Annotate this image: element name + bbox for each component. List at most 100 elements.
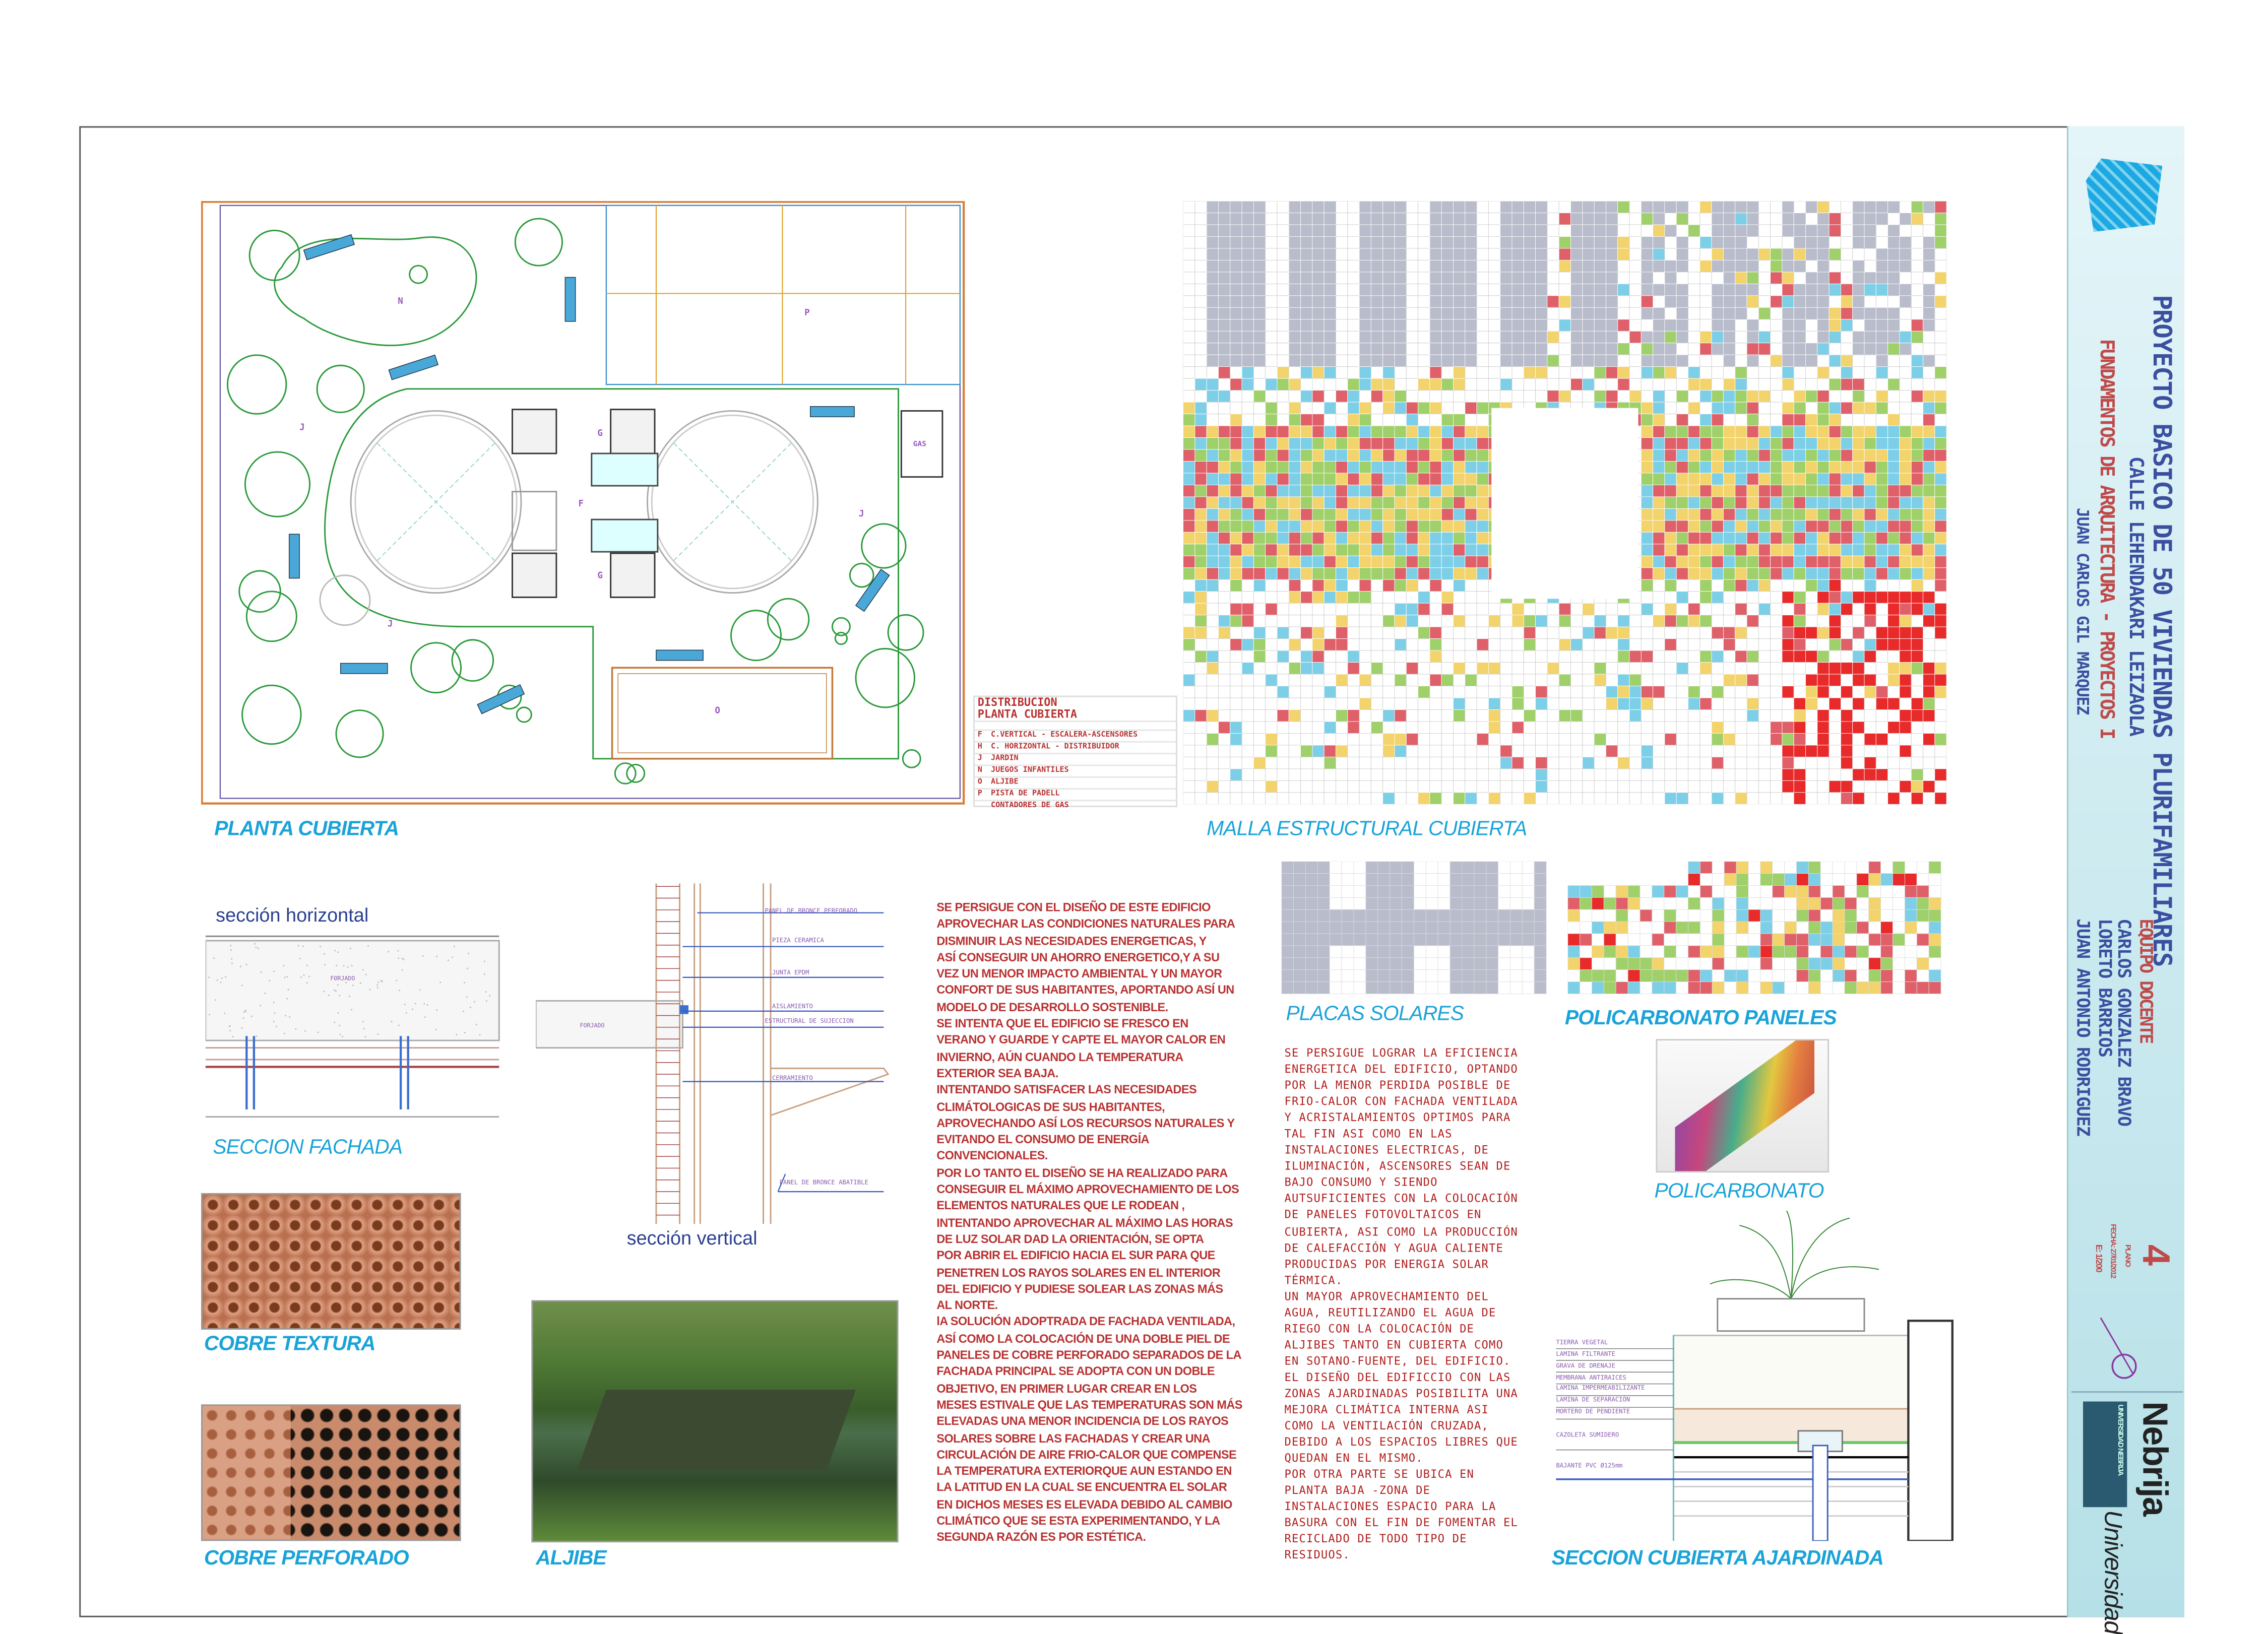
grid-cell bbox=[1852, 780, 1865, 793]
grid-cell bbox=[1547, 248, 1559, 260]
grid-cell bbox=[1688, 331, 1700, 344]
grid-cell bbox=[1582, 697, 1595, 710]
grid-cell bbox=[1312, 224, 1325, 237]
grid-cell bbox=[1312, 650, 1325, 663]
grid-cell bbox=[1699, 201, 1712, 213]
grid-cell bbox=[1441, 354, 1454, 367]
grid-cell bbox=[1370, 733, 1383, 746]
panel-cell bbox=[1676, 921, 1688, 934]
panel-cell bbox=[1712, 909, 1725, 922]
grid-cell bbox=[1629, 331, 1642, 344]
grid-cell bbox=[1253, 496, 1266, 509]
grid-cell bbox=[1206, 674, 1219, 686]
grid-cell bbox=[1864, 473, 1876, 485]
grid-cell bbox=[1206, 496, 1219, 509]
grid-cell bbox=[1887, 390, 1900, 403]
grid-cell bbox=[1547, 745, 1559, 757]
grid-cell bbox=[1336, 780, 1348, 793]
grid-cell bbox=[1465, 674, 1477, 686]
panel-cell bbox=[1486, 873, 1499, 886]
grid-cell bbox=[1406, 354, 1419, 367]
panel-cell bbox=[1486, 921, 1499, 934]
grid-cell bbox=[1887, 780, 1900, 793]
grid-cell bbox=[1476, 331, 1489, 344]
grid-cell bbox=[1782, 650, 1794, 663]
grid-cell bbox=[1864, 591, 1876, 604]
grid-cell bbox=[1418, 449, 1430, 462]
grid-cell bbox=[1699, 331, 1712, 344]
grid-cell bbox=[1840, 662, 1853, 675]
panel-cell bbox=[1772, 909, 1785, 922]
plan-letter-g: G bbox=[597, 428, 603, 438]
panel-cell bbox=[1820, 933, 1833, 946]
grid-cell bbox=[1558, 792, 1571, 805]
panel-cell bbox=[1916, 873, 1929, 886]
panel-cell bbox=[1365, 957, 1378, 970]
grid-cell bbox=[1758, 638, 1771, 651]
grid-cell bbox=[1194, 709, 1207, 722]
grid-cell bbox=[1605, 295, 1618, 308]
panel-cell bbox=[1652, 969, 1665, 982]
grid-cell bbox=[1206, 544, 1219, 556]
grid-cell bbox=[1288, 544, 1301, 556]
grid-cell bbox=[1840, 402, 1853, 415]
grid-cell bbox=[1923, 626, 1935, 639]
grid-cell bbox=[1265, 733, 1278, 746]
grid-cell bbox=[1735, 201, 1747, 213]
grid-cell bbox=[1770, 259, 1783, 273]
text-line: EL DISEÑO DEL EDIFICCIO CON LAS bbox=[1284, 1370, 1511, 1384]
grid-cell bbox=[1864, 792, 1876, 805]
grid-cell bbox=[1230, 485, 1242, 497]
grid-cell bbox=[1664, 259, 1677, 273]
grid-cell bbox=[1312, 686, 1325, 698]
grid-cell bbox=[1359, 272, 1371, 284]
panel-cell bbox=[1474, 957, 1487, 970]
grid-cell bbox=[1500, 615, 1513, 627]
grid-cell bbox=[1300, 425, 1313, 438]
grid-cell bbox=[1805, 650, 1818, 663]
grid-cell bbox=[1394, 768, 1407, 781]
grid-cell bbox=[1500, 686, 1513, 698]
panel-cell bbox=[1390, 945, 1402, 958]
grid-cell bbox=[1699, 272, 1712, 284]
grid-cell bbox=[1653, 319, 1665, 332]
grid-cell bbox=[1277, 248, 1289, 260]
grid-cell bbox=[1394, 686, 1407, 698]
grid-cell bbox=[1183, 709, 1195, 722]
grid-cell bbox=[1782, 792, 1794, 805]
grid-cell bbox=[1347, 733, 1360, 746]
grid-cell bbox=[1406, 603, 1419, 616]
grid-cell bbox=[1793, 390, 1806, 403]
grid-cell bbox=[1758, 544, 1771, 556]
text-line: APROVECHANDO ASÍ LOS RECURSOS NATURALES … bbox=[936, 1117, 1235, 1130]
grid-cell bbox=[1629, 686, 1642, 698]
panel-cell bbox=[1688, 921, 1700, 934]
grid-cell bbox=[1605, 331, 1618, 344]
panel-cell bbox=[1724, 969, 1737, 982]
grid-cell bbox=[1300, 343, 1313, 355]
panel-cell bbox=[1784, 982, 1797, 994]
grid-cell bbox=[1441, 449, 1454, 462]
grid-cell bbox=[1453, 626, 1466, 639]
grid-cell bbox=[1699, 733, 1712, 746]
grid-cell bbox=[1206, 638, 1219, 651]
grid-cell bbox=[1805, 615, 1818, 627]
panel-cell bbox=[1390, 933, 1402, 946]
grid-cell bbox=[1382, 354, 1395, 367]
grid-cell bbox=[1429, 295, 1442, 308]
grid-cell bbox=[1370, 236, 1383, 249]
grid-cell bbox=[1183, 520, 1195, 533]
text-line: DE LUZ SOLAR DAD LA ORIENTACIÓN, SE OPTA bbox=[936, 1232, 1204, 1246]
grid-cell bbox=[1324, 508, 1336, 521]
panel-cell bbox=[1462, 885, 1475, 898]
grid-cell bbox=[1300, 591, 1313, 604]
grid-cell bbox=[1699, 756, 1712, 769]
grid-cell bbox=[1887, 520, 1900, 533]
grid-cell bbox=[1558, 615, 1571, 627]
grid-cell bbox=[1594, 709, 1606, 722]
grid-cell bbox=[1676, 496, 1688, 509]
grid-cell bbox=[1934, 780, 1947, 793]
grid-cell bbox=[1735, 792, 1747, 805]
grid-cell bbox=[1688, 745, 1700, 757]
grid-cell bbox=[1653, 721, 1665, 734]
